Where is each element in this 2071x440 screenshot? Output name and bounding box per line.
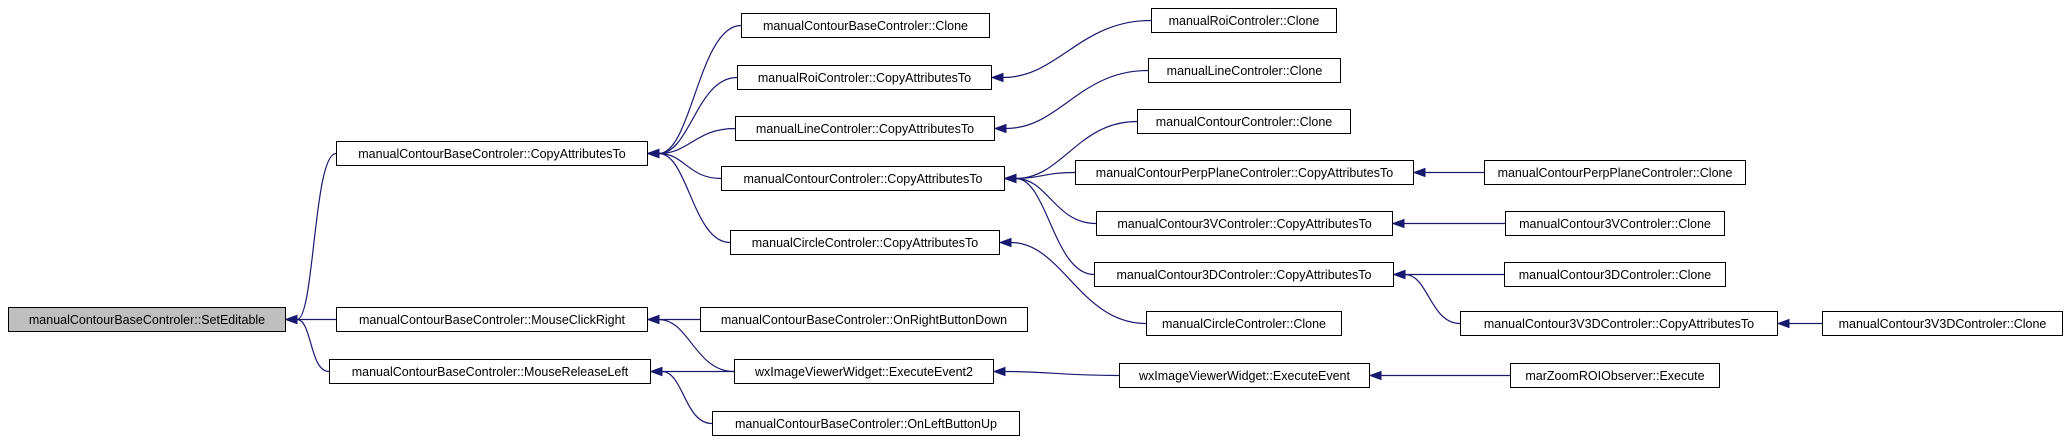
- edge-arrowhead: [646, 314, 660, 325]
- edge-arrowhead: [649, 366, 663, 377]
- edge-n15-to-n7: [1015, 171, 1076, 180]
- edge-n1-to-n0: [296, 152, 337, 321]
- node-circle-clone[interactable]: manualCircleControler::Clone: [1146, 311, 1342, 336]
- node-perp-plane-clone[interactable]: manualContourPerpPlaneControler::Clone: [1484, 160, 1746, 185]
- node-contour-clone[interactable]: manualContourControler::Clone: [1137, 109, 1351, 134]
- edge-n19-to-n10: [1004, 370, 1120, 377]
- node-base-copy-attributes-to[interactable]: manualContourBaseControler::CopyAttribut…: [336, 141, 648, 166]
- edge-n7-to-n1: [658, 152, 722, 180]
- edge-n13-to-n6: [1005, 69, 1149, 130]
- edge-arrowhead: [992, 366, 1006, 377]
- edge-arrowhead: [990, 72, 1004, 83]
- edge-n11-to-n3: [661, 370, 713, 425]
- edge-arrowhead: [1391, 218, 1405, 229]
- edge-arrowhead: [998, 237, 1012, 248]
- node-3v-copy-attributes-to[interactable]: manualContour3VControler::CopyAttributes…: [1096, 211, 1393, 236]
- node-wx-execute-event2[interactable]: wxImageViewerWidget::ExecuteEvent2: [734, 359, 994, 384]
- node-zoom-roi-execute[interactable]: marZoomROIObserver::Execute: [1510, 363, 1720, 388]
- edge-n17-to-n7: [1015, 177, 1095, 276]
- edge-arrowhead: [1392, 269, 1406, 280]
- node-contour-copy-attributes-to[interactable]: manualContourControler::CopyAttributesTo: [721, 166, 1005, 191]
- node-3d-copy-attributes-to[interactable]: manualContour3DControler::CopyAttributes…: [1094, 262, 1394, 287]
- node-line-clone[interactable]: manualLineControler::Clone: [1148, 58, 1341, 83]
- edge-n4-to-n1: [658, 24, 742, 155]
- edge-n14-to-n7: [1015, 120, 1138, 180]
- edge-n8-to-n1: [658, 152, 731, 244]
- node-line-copy-attributes-to[interactable]: manualLineControler::CopyAttributesTo: [735, 116, 995, 141]
- node-3v3d-clone[interactable]: manualContour3V3DControler::Clone: [1822, 311, 2063, 336]
- node-base-mouse-click-right[interactable]: manualContourBaseControler::MouseClickRi…: [336, 307, 648, 332]
- edge-n12-to-n5: [1002, 19, 1152, 79]
- node-perp-plane-copy-attributes-to[interactable]: manualContourPerpPlaneControler::CopyAtt…: [1075, 160, 1414, 185]
- node-set-editable[interactable]: manualContourBaseControler::SetEditable: [8, 307, 286, 332]
- node-3v-clone[interactable]: manualContour3VControler::Clone: [1505, 211, 1725, 236]
- edge-n16-to-n7: [1015, 177, 1097, 225]
- edge-n5-to-n1: [658, 76, 738, 155]
- edge-arrowhead: [284, 314, 298, 325]
- node-3d-clone[interactable]: manualContour3DControler::Clone: [1504, 262, 1726, 287]
- edge-n6-to-n1: [658, 127, 736, 155]
- node-base-clone[interactable]: manualContourBaseControler::Clone: [741, 13, 990, 38]
- node-base-on-left-button-up[interactable]: manualContourBaseControler::OnLeftButton…: [712, 411, 1020, 436]
- edge-n18-to-n8: [1010, 241, 1147, 325]
- edge-arrowhead: [1003, 173, 1017, 184]
- node-roi-clone[interactable]: manualRoiControler::Clone: [1151, 8, 1337, 33]
- node-roi-copy-attributes-to[interactable]: manualRoiControler::CopyAttributesTo: [737, 65, 992, 90]
- node-base-mouse-release-left[interactable]: manualContourBaseControler::MouseRelease…: [329, 359, 651, 384]
- edge-arrowhead: [1776, 318, 1790, 329]
- node-circle-copy-attributes-to[interactable]: manualCircleControler::CopyAttributesTo: [730, 230, 1000, 255]
- node-wx-execute-event[interactable]: wxImageViewerWidget::ExecuteEvent: [1119, 363, 1370, 388]
- edge-n10-to-n2: [658, 318, 735, 373]
- edge-arrowhead: [646, 148, 660, 159]
- node-3v3d-copy-attributes-to[interactable]: manualContour3V3DControler::CopyAttribut…: [1460, 311, 1778, 336]
- node-base-on-right-button-down[interactable]: manualContourBaseControler::OnRightButto…: [700, 307, 1028, 332]
- edge-n23-to-n17: [1404, 273, 1461, 325]
- edge-arrowhead: [1368, 370, 1382, 381]
- edge-arrowhead: [1412, 167, 1426, 178]
- edge-arrowhead: [993, 123, 1007, 134]
- edge-n3-to-n0: [296, 318, 330, 373]
